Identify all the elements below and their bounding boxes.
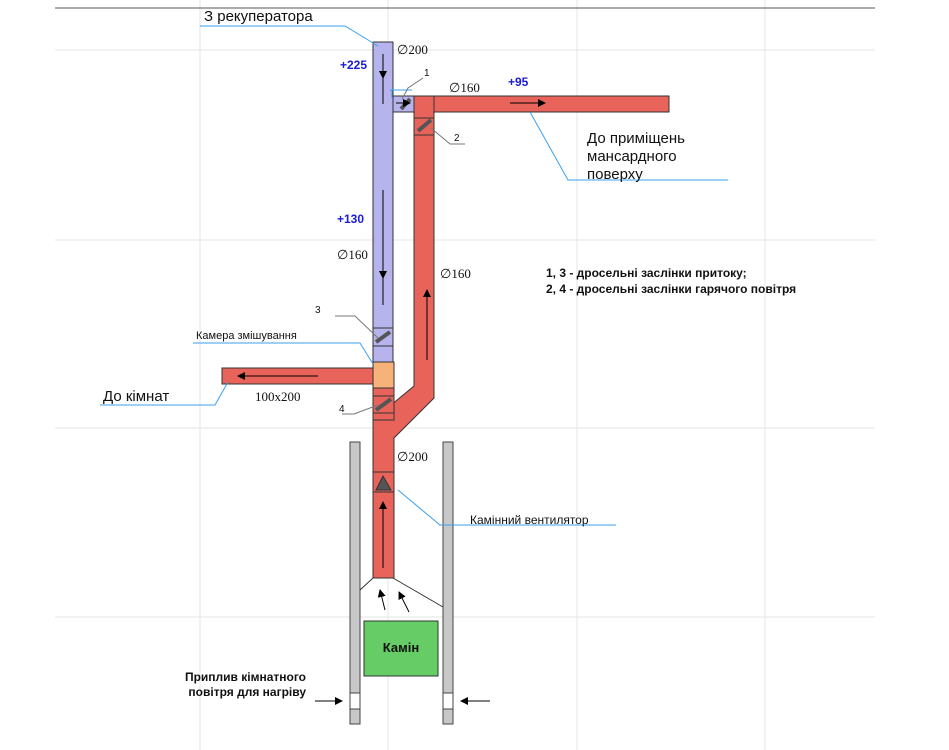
- temperature-top: +225: [340, 58, 367, 72]
- fireplace-hood: [359, 577, 444, 608]
- flow-arrows: [237, 54, 546, 705]
- label-to-rooms: До кімнат: [103, 388, 169, 405]
- mixing-chamber-box: [372, 361, 395, 389]
- dimension-d200-top: ∅200: [397, 42, 428, 57]
- label-to-attic-line3: поверху: [587, 166, 643, 183]
- label-room-air-line2: повітря для нагріву: [188, 685, 306, 699]
- damper-number-1: 1: [424, 68, 430, 79]
- hot-riser-duct: [372, 95, 435, 579]
- label-room-air-line1: Приплив кімнатного: [185, 670, 306, 684]
- right-wall: [442, 441, 454, 725]
- fireplace-box: [363, 620, 439, 677]
- legend-line-1: 1, 3 - дросельні заслінки притоку;: [546, 266, 747, 280]
- damper-number-3: 3: [315, 305, 321, 316]
- label-mixing-chamber: Камера змішування: [196, 330, 297, 342]
- damper-3: [373, 327, 393, 347]
- damper-number-4: 4: [339, 404, 345, 415]
- label-to-attic-line2: мансардного: [587, 148, 677, 165]
- damper-number-leaders: [335, 77, 465, 415]
- right-wall-opening: [442, 692, 454, 710]
- damper-1: [392, 95, 415, 113]
- temperature-middle: +130: [337, 212, 364, 226]
- damper-number-2: 2: [454, 133, 460, 144]
- damper-4: [373, 395, 394, 414]
- label-fireplace: Камін: [383, 640, 419, 655]
- chimney-walls: [349, 441, 454, 725]
- left-wall-opening: [349, 692, 361, 710]
- dimension-d160-cold: ∅160: [337, 247, 368, 262]
- leader-lines: [100, 25, 728, 526]
- attic-supply-duct: [414, 95, 670, 113]
- damper-2: [414, 117, 434, 136]
- dimension-duct-rooms: 100х200: [255, 389, 301, 404]
- dimension-d200-bottom: ∅200: [397, 449, 428, 464]
- dimension-d160-hot: ∅160: [440, 266, 471, 281]
- temperature-attic: +95: [508, 75, 529, 89]
- left-wall: [349, 441, 361, 725]
- label-to-attic-line1: До приміщень: [587, 130, 685, 147]
- legend-line-2: 2, 4 - дросельні заслінки гарячого повіт…: [546, 282, 796, 296]
- fireplace-fan: [373, 471, 394, 493]
- label-from-recuperator: З рекуператора: [204, 8, 313, 25]
- label-fireplace-fan: Камінний вентилятор: [470, 513, 589, 527]
- dimension-d160-attic: ∅160: [449, 80, 480, 95]
